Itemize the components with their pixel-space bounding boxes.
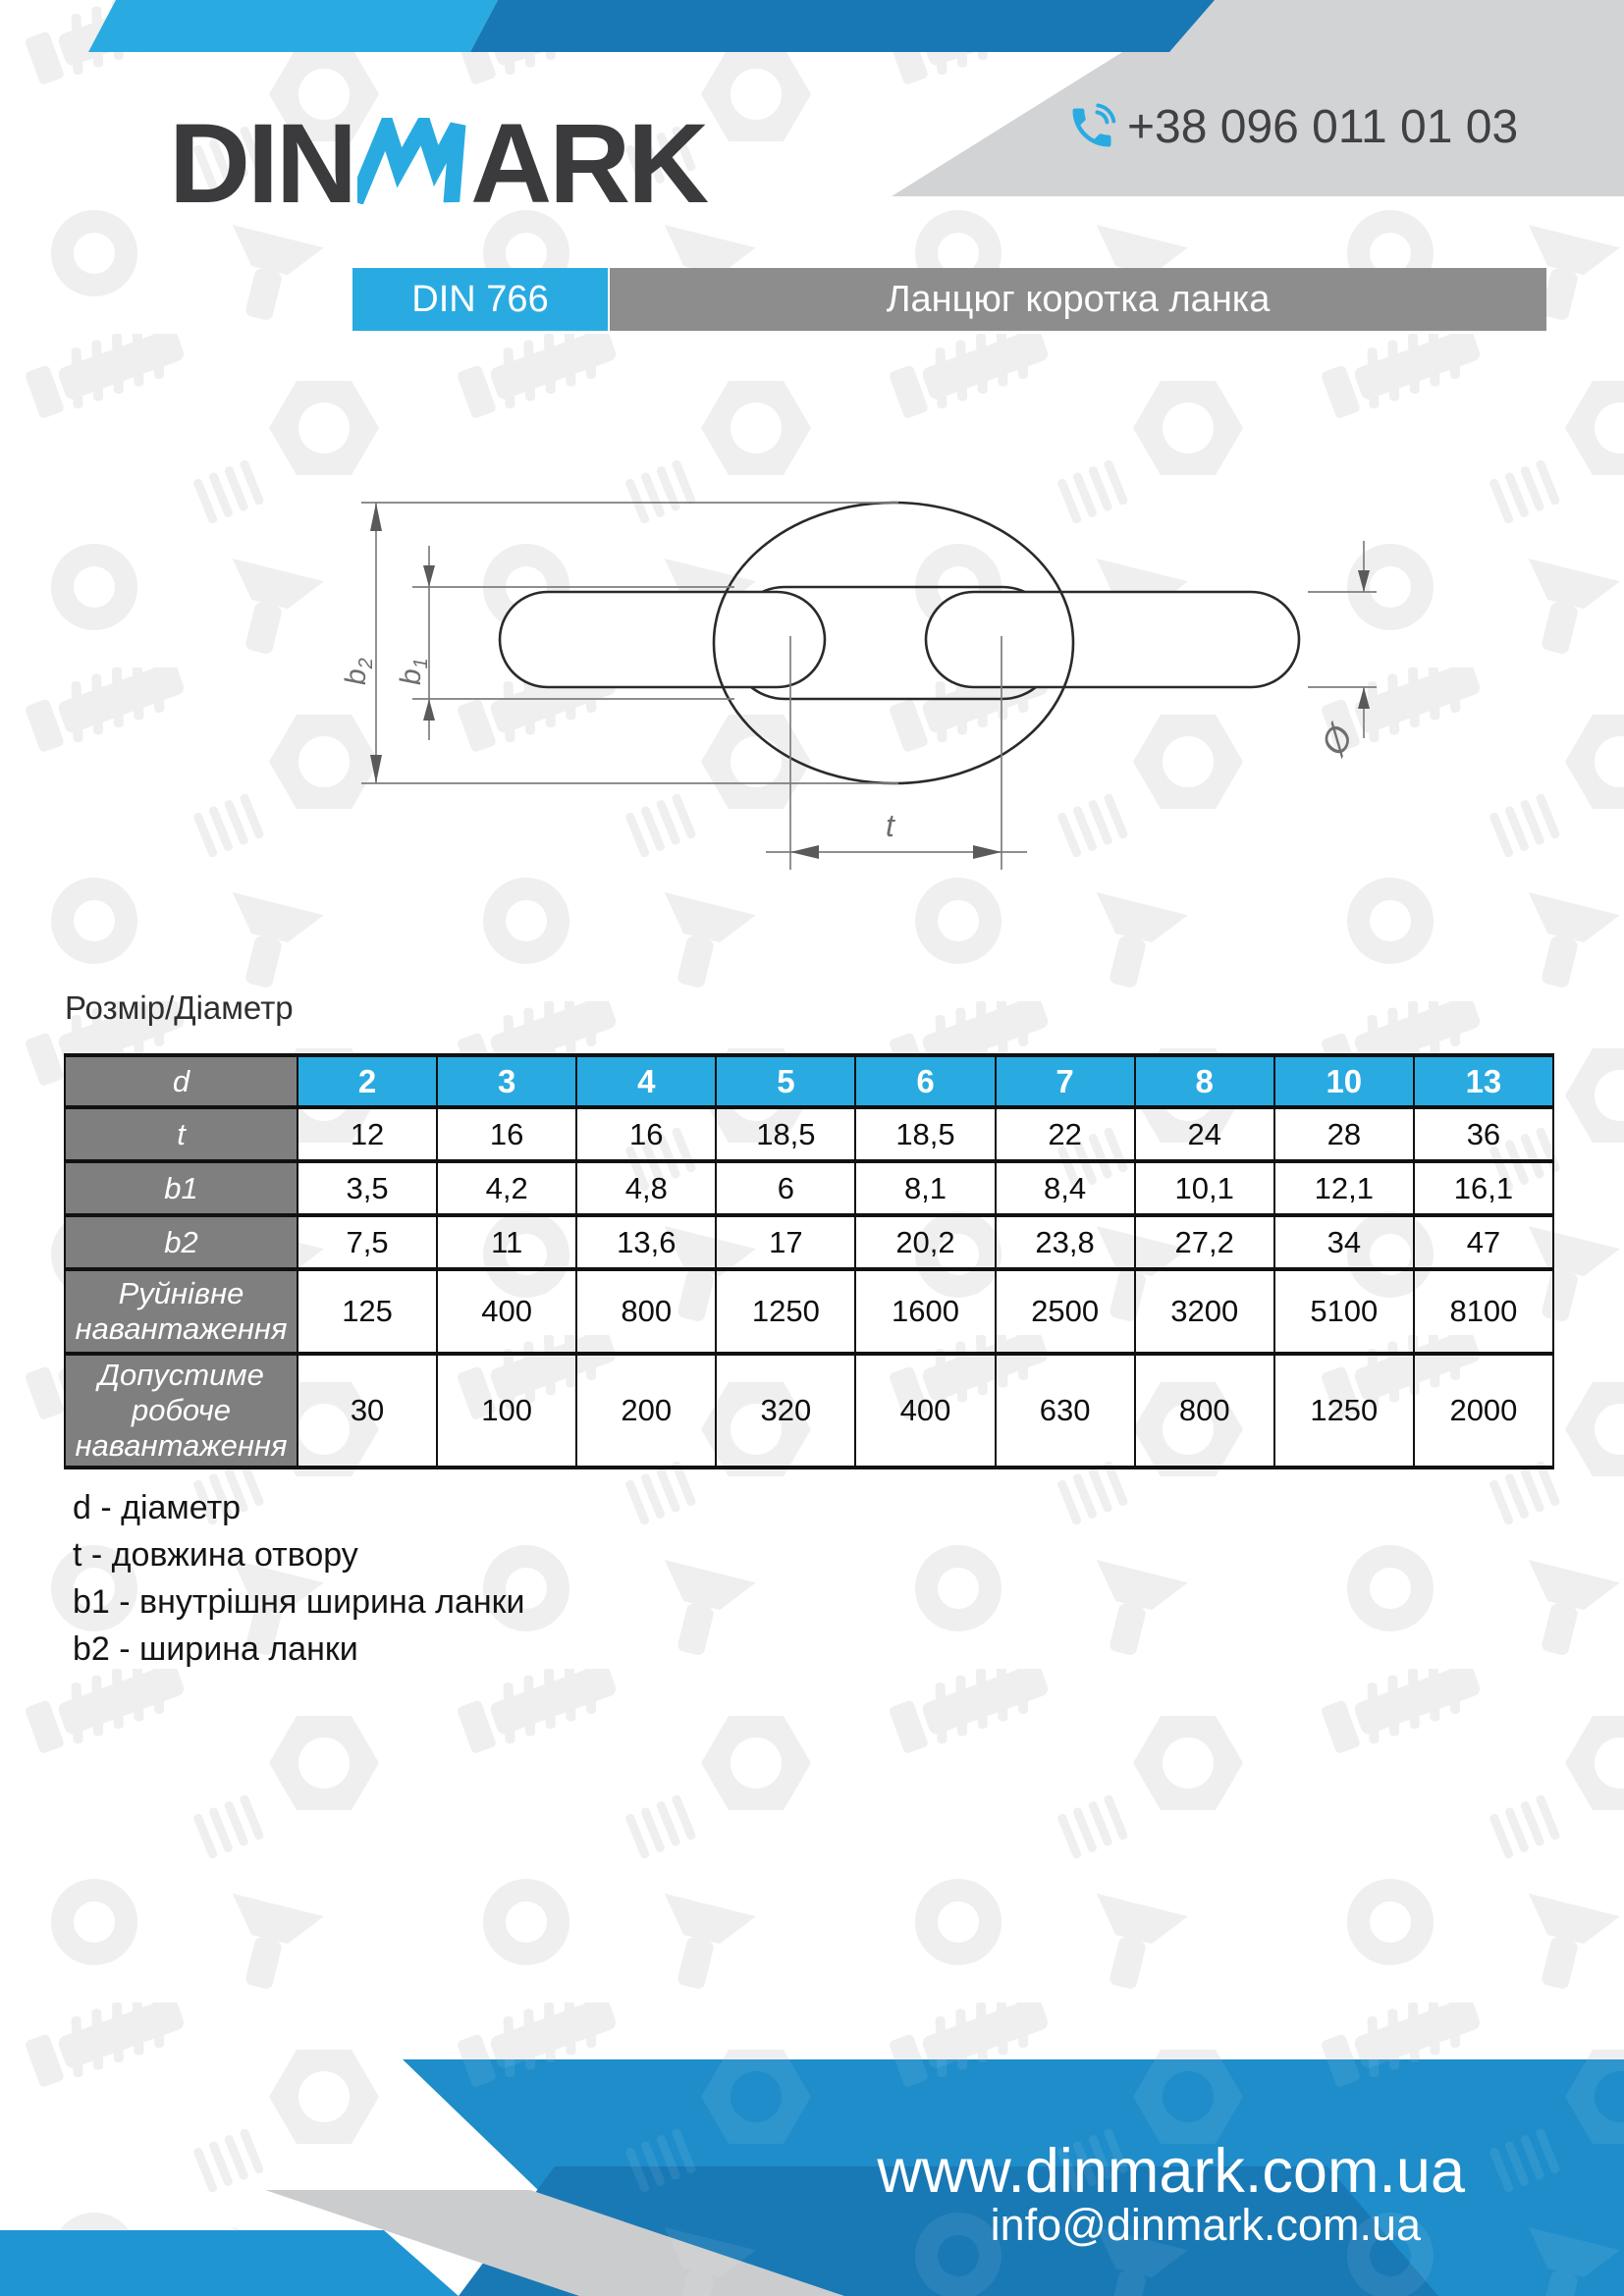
header-gray-parallelogram: [892, 0, 1624, 196]
table-cell: 8,4: [994, 1159, 1136, 1217]
table-cell: 18,5: [715, 1105, 857, 1163]
logo-text-din: DIN: [169, 101, 357, 227]
legend-item: t - довжина отвору: [73, 1536, 358, 1574]
table-cell: 16,1: [1412, 1159, 1555, 1217]
table-cell: 5100: [1272, 1267, 1415, 1356]
row-label-cell: Допустиме робоче навантаження: [64, 1352, 298, 1469]
table-cell: 10,1: [1133, 1159, 1275, 1217]
table-cell: 8: [1133, 1053, 1275, 1109]
table-cell: 4,2: [436, 1159, 578, 1217]
legend: d - діаметр t - довжина отвору b1 - внутрі…: [73, 1484, 525, 1673]
table-cell: 400: [854, 1352, 997, 1469]
footer-lightblue-strip: [0, 2230, 459, 2296]
table-cell: 47: [1412, 1213, 1555, 1271]
table-cell: 24: [1133, 1105, 1275, 1163]
phone-block: +38 096 011 01 03: [1066, 100, 1518, 154]
header-decor: [88, 0, 1624, 196]
table-cell: 800: [1133, 1352, 1275, 1469]
phone-number: +38 096 011 01 03: [1127, 101, 1519, 153]
table-cell: 125: [296, 1267, 439, 1356]
table-cell: 4: [575, 1053, 718, 1109]
table-cell: 800: [575, 1267, 718, 1356]
logo-text-ark: ARK: [470, 101, 709, 227]
table-cell: 400: [436, 1267, 578, 1356]
table-cell: 34: [1272, 1213, 1415, 1271]
row-label-cell: b1: [64, 1159, 298, 1217]
row-label-cell: Руйнівне навантаження: [64, 1267, 298, 1356]
right-side-link: [924, 590, 1301, 689]
dim-label-t: t: [886, 808, 895, 843]
email-link[interactable]: info@dinmark.com.ua: [990, 2200, 1421, 2250]
product-title-bar: Ланцюг коротка ланка: [610, 268, 1546, 331]
table-cell: 1250: [715, 1267, 857, 1356]
table-cell: 2500: [994, 1267, 1136, 1356]
left-side-link: [498, 590, 827, 689]
header-lightblue-band: [88, 0, 498, 52]
table-cell: 18,5: [854, 1105, 997, 1163]
table-caption: Розмір/Діаметр: [65, 989, 294, 1026]
dim-label-b2: b2: [340, 658, 377, 685]
table-cell: 8100: [1412, 1267, 1555, 1356]
footer-decor: [0, 2059, 1624, 2296]
table-cell: 36: [1412, 1105, 1555, 1163]
table-cell: 30: [296, 1352, 439, 1469]
table-cell: 11: [436, 1213, 578, 1271]
table-cell: 630: [994, 1352, 1136, 1469]
table-cell: 7: [994, 1053, 1136, 1109]
table-cell: 8,1: [854, 1159, 997, 1217]
table-cell: 12,1: [1272, 1159, 1415, 1217]
table-cell: 1250: [1272, 1352, 1415, 1469]
table-cell: 100: [436, 1352, 578, 1469]
table-cell: 17: [715, 1213, 857, 1271]
chain-drawing: b2 b1 t Ø: [340, 501, 1377, 870]
table-cell: 200: [575, 1352, 718, 1469]
table-cell: 20,2: [854, 1213, 997, 1271]
table-cell: 16: [575, 1105, 718, 1163]
table-cell: 23,8: [994, 1213, 1136, 1271]
table-cell: 2: [296, 1053, 439, 1109]
table-cell: 6: [854, 1053, 997, 1109]
table-cell: 3: [436, 1053, 578, 1109]
row-label-cell: t: [64, 1105, 298, 1163]
row-label-cell: b2: [64, 1213, 298, 1271]
din-standard-badge: DIN 766: [352, 268, 608, 331]
header-darkblue-band: [470, 0, 1215, 52]
table-cell: 4,8: [575, 1159, 718, 1217]
table-cell: 16: [436, 1105, 578, 1163]
table-cell: 5: [715, 1053, 857, 1109]
table-cell: 3,5: [296, 1159, 439, 1217]
table-cell: 7,5: [296, 1213, 439, 1271]
table-cell: 3200: [1133, 1267, 1275, 1356]
phone-icon: [1072, 103, 1116, 146]
table-cell: 320: [715, 1352, 857, 1469]
table-cell: 10: [1272, 1053, 1415, 1109]
table-cell: 13: [1412, 1053, 1555, 1109]
dim-label-b1: b1: [395, 658, 432, 685]
table-cell: 12: [296, 1105, 439, 1163]
table-cell: 13,6: [575, 1213, 718, 1271]
table-cell: 22: [994, 1105, 1136, 1163]
table-cell: 1600: [854, 1267, 997, 1356]
website-link[interactable]: www.dinmark.com.ua: [877, 2137, 1465, 2206]
table-cell: 6: [715, 1159, 857, 1217]
table-cell: 27,2: [1133, 1213, 1275, 1271]
table-cell: 28: [1272, 1105, 1415, 1163]
legend-item: b2 - ширина ланки: [73, 1630, 358, 1668]
row-label-cell: d: [64, 1053, 298, 1109]
legend-item: b1 - внутрішня ширина ланки: [73, 1583, 525, 1621]
logo-m-icon: [357, 118, 466, 204]
table-cell: 2000: [1412, 1352, 1555, 1469]
legend-item: d - діаметр: [73, 1489, 242, 1526]
